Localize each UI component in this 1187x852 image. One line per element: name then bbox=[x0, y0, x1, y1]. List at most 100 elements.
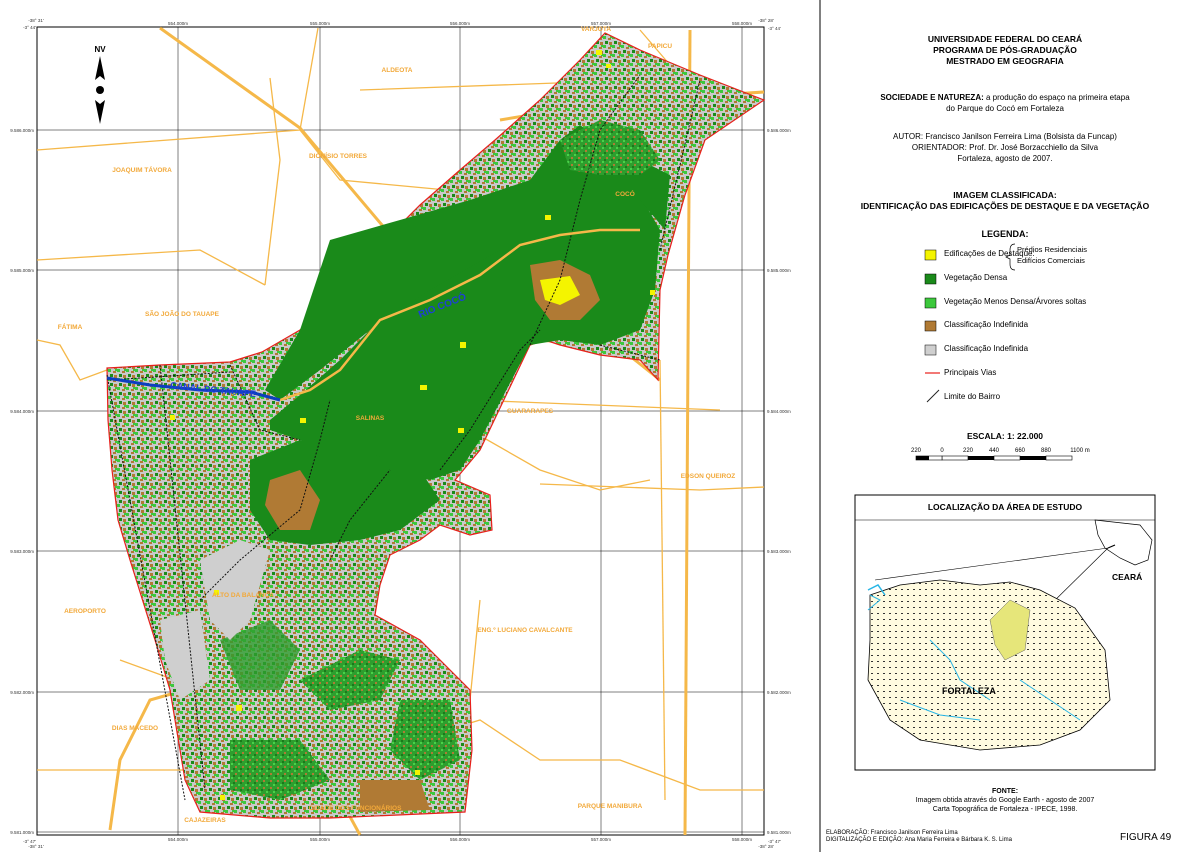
internal-avenues bbox=[106, 74, 701, 801]
fortaleza-city-shape bbox=[867, 579, 1111, 751]
svg-text:9.586.000m: 9.586.000m bbox=[10, 128, 34, 133]
study-area-highlight bbox=[989, 599, 1031, 661]
svg-text:-3° 47': -3° 47' bbox=[23, 839, 36, 844]
figure-number: FIGURA 49 bbox=[1120, 832, 1172, 843]
author-block: AUTOR: Francisco Janilson Ferreira Lima … bbox=[830, 131, 1180, 164]
ceara-state-shape bbox=[1094, 519, 1153, 566]
svg-text:9.582.000m: 9.582.000m bbox=[767, 690, 791, 695]
legend-label-1: Vegetação Densa bbox=[944, 273, 1008, 282]
label-dias-macedo: DIAS MACEDO bbox=[112, 725, 158, 732]
legend-label-2: Vegetação Menos Densa/Árvores soltas bbox=[944, 297, 1087, 306]
label-cajazeiras: CAJAZEIRAS bbox=[184, 817, 226, 824]
svg-text:555.000m: 555.000m bbox=[310, 21, 330, 26]
svg-text:9.582.000m: 9.582.000m bbox=[10, 690, 34, 695]
source-line-2: Carta Topográfica de Fortaleza - IPECE, … bbox=[932, 806, 1078, 813]
svg-text:1100 m: 1100 m bbox=[1070, 448, 1090, 454]
legend-swatch-gray bbox=[924, 344, 937, 356]
svg-text:9.585.000m: 9.585.000m bbox=[767, 268, 791, 273]
label-fatima: FÁTIMA bbox=[58, 322, 83, 331]
legend-label-3: Classificação Indefinida bbox=[944, 320, 1029, 329]
canal-tauape-line bbox=[106, 376, 281, 402]
svg-text:9.581.000m: 9.581.000m bbox=[10, 830, 34, 835]
legend-swatch-yellow bbox=[924, 249, 937, 261]
label-joaquim-tavora: JOAQUIM TÁVORA bbox=[112, 165, 172, 174]
coordinate-labels: 554.000m 555.000m 556.000m 557.000m 558.… bbox=[10, 18, 791, 849]
svg-text:558.000m: 558.000m bbox=[732, 21, 752, 26]
svg-text:557.000m: 557.000m bbox=[591, 837, 611, 842]
legend-swatch-light-veg bbox=[924, 297, 937, 309]
legend-title: LEGENDA: bbox=[981, 229, 1029, 239]
svg-text:9.583.000m: 9.583.000m bbox=[10, 549, 34, 554]
label-papicu: PAPICU bbox=[648, 43, 672, 50]
label-sao-joao-tauape: SÃO JOÃO DO TAUAPE bbox=[145, 309, 220, 318]
svg-text:555.000m: 555.000m bbox=[310, 837, 330, 842]
program: PROGRAMA DE PÓS-GRADUAÇÃO bbox=[933, 45, 1077, 55]
place-date: Fortaleza, agosto de 2007. bbox=[957, 154, 1053, 163]
label-alto-balanca: ALTO DA BALANÇA bbox=[212, 592, 274, 599]
scale-label: ESCALA: 1: 22.000 bbox=[966, 431, 1044, 441]
svg-text:9.581.000m: 9.581.000m bbox=[767, 830, 791, 835]
svg-text:-38° 28': -38° 28' bbox=[758, 844, 774, 849]
legend-sub-residential: Prédios Residenciais bbox=[1017, 245, 1088, 254]
north-arrow-icon: NV bbox=[94, 45, 106, 124]
source-title: FONTE: bbox=[991, 788, 1019, 795]
svg-text:NV: NV bbox=[94, 45, 106, 54]
title-rest: a produção do espaço na primeira etapa bbox=[983, 93, 1130, 102]
source-line-1: Imagem obtida através do Google Earth - … bbox=[915, 797, 1095, 804]
scale-bar: 220 0 220 440 660 880 1100 m bbox=[911, 448, 1090, 461]
label-coco: COCÓ bbox=[615, 189, 635, 198]
title-bold: SOCIEDADE E NATUREZA: bbox=[880, 93, 984, 102]
source-block: FONTE: Imagem obtida através do Google E… bbox=[830, 787, 1180, 814]
label-cidade-funcionarios: CIDADE DOS FUNCIONÁRIOS bbox=[309, 803, 402, 812]
neighborhood-labels: ALDEOTA PAPICU VARJOTA DIONÍSIO TORRES J… bbox=[58, 26, 736, 824]
svg-text:554.000m: 554.000m bbox=[168, 837, 188, 842]
credits-line-2: DIGITALIZAÇÃO E EDIÇÃO: Ana Maria Ferrei… bbox=[826, 837, 1012, 843]
svg-text:556.000m: 556.000m bbox=[450, 21, 470, 26]
image-subtitle: IDENTIFICAÇÃO DAS EDIFICAÇÕES DE DESTAQU… bbox=[860, 201, 1150, 211]
svg-text:0: 0 bbox=[940, 448, 944, 454]
inset-title: LOCALIZAÇÃO DA ÁREA DE ESTUDO bbox=[927, 502, 1083, 512]
label-salinas: SALINAS bbox=[356, 415, 385, 422]
label-parque-manibura: PARQUE MANIBURA bbox=[578, 803, 643, 810]
label-guararapes: GUARARAPES bbox=[507, 408, 554, 415]
legend-label-6: Limite do Bairro bbox=[944, 392, 1001, 401]
legend-swatch-brown bbox=[924, 320, 937, 332]
author: AUTOR: Francisco Janilson Ferreira Lima … bbox=[893, 132, 1117, 141]
inset-city-label: FORTALEZA bbox=[942, 686, 996, 696]
svg-text:9.586.000m: 9.586.000m bbox=[767, 128, 791, 133]
image-title: IMAGEM CLASSIFICADA: bbox=[953, 190, 1057, 200]
svg-text:9.584.000m: 9.584.000m bbox=[10, 409, 34, 414]
label-edson-queiroz: EDSON QUEIROZ bbox=[681, 473, 736, 480]
label-varjota: VARJOTA bbox=[581, 26, 611, 33]
legend-swatches bbox=[924, 243, 1016, 403]
course: MESTRADO EM GEOGRAFIA bbox=[946, 56, 1064, 66]
inset-map bbox=[854, 494, 1156, 771]
svg-text:440: 440 bbox=[989, 448, 1000, 454]
svg-text:554.000m: 554.000m bbox=[168, 21, 188, 26]
svg-text:-3° 44': -3° 44' bbox=[23, 25, 36, 30]
header-block: UNIVERSIDADE FEDERAL DO CEARÁ PROGRAMA D… bbox=[830, 34, 1180, 67]
svg-text:220: 220 bbox=[963, 448, 974, 454]
legend-line-boundary bbox=[926, 389, 940, 403]
legend-sub-commercial: Edifícios Comerciais bbox=[1017, 256, 1085, 265]
svg-text:9.585.000m: 9.585.000m bbox=[10, 268, 34, 273]
svg-text:556.000m: 556.000m bbox=[450, 837, 470, 842]
title-block: SOCIEDADE E NATUREZA: a produção do espa… bbox=[830, 92, 1180, 114]
label-dionisio-torres: DIONÍSIO TORRES bbox=[309, 151, 368, 160]
svg-text:-38° 31': -38° 31' bbox=[28, 18, 44, 23]
label-luciano-cavalcante: ENG.º LUCIANO CAVALCANTE bbox=[477, 627, 573, 634]
svg-text:660: 660 bbox=[1015, 448, 1026, 454]
legend-label-0: Edificações de Destaque: bbox=[944, 249, 1035, 258]
svg-text:-38° 28': -38° 28' bbox=[758, 18, 774, 23]
svg-text:220: 220 bbox=[911, 448, 922, 454]
title-line2: do Parque do Cocó em Fortaleza bbox=[946, 104, 1064, 113]
credits-line-1: ELABORAÇÃO: Francisco Janilson Ferreira … bbox=[826, 830, 958, 836]
rio-coco-line bbox=[279, 228, 640, 402]
legend-sublabels: Prédios Residenciais Edifícios Comerciai… bbox=[1017, 244, 1087, 266]
inset-rivers bbox=[867, 594, 1081, 721]
svg-text:9.583.000m: 9.583.000m bbox=[767, 549, 791, 554]
credits-block: ELABORAÇÃO: Francisco Janilson Ferreira … bbox=[826, 830, 1012, 844]
legend-label-4: Classificação Indefinida bbox=[944, 344, 1029, 353]
svg-text:-3° 47': -3° 47' bbox=[768, 839, 781, 844]
